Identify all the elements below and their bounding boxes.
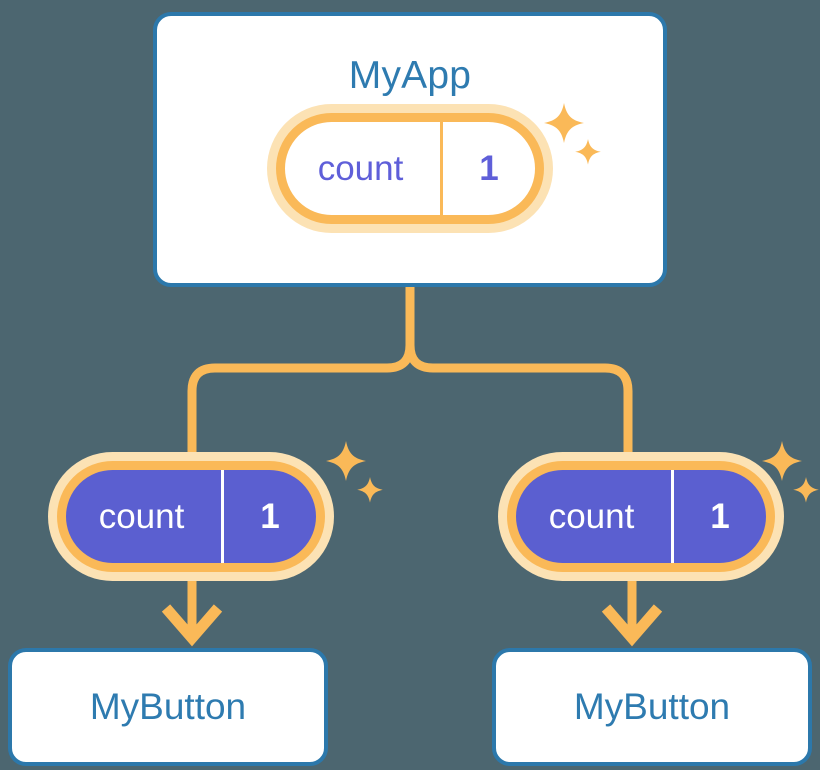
state-pill-right[interactable]: count 1 [507,461,775,572]
component-card-mybutton-left[interactable]: MyButton [8,648,328,766]
state-pill-key: count [98,496,185,536]
state-pill-myapp[interactable]: count 1 [276,113,544,224]
state-pill-value: 1 [221,470,316,563]
component-card-mybutton-right[interactable]: MyButton [492,648,812,766]
arrow-down-icon-right-head [601,604,663,647]
connector-branch-right [405,344,633,468]
connector-branch-left [187,344,415,468]
state-pill-left[interactable]: count 1 [57,461,325,572]
sparkle-group-left [326,441,383,503]
page-title: MyApp [348,54,472,97]
sparkle-icon [762,441,802,481]
component-card-title: MyButton [573,686,731,727]
sparkle-small-icon [357,477,383,503]
state-pill-key: count [548,496,635,536]
arrow-down-icon-left-head [161,604,223,647]
sparkle-small-icon [793,477,819,503]
sparkle-icon [326,441,366,481]
component-card-title: MyButton [89,686,247,727]
state-pill-value: 1 [440,122,535,215]
state-pill-value: 1 [671,470,766,563]
state-pill-key: count [317,148,404,188]
